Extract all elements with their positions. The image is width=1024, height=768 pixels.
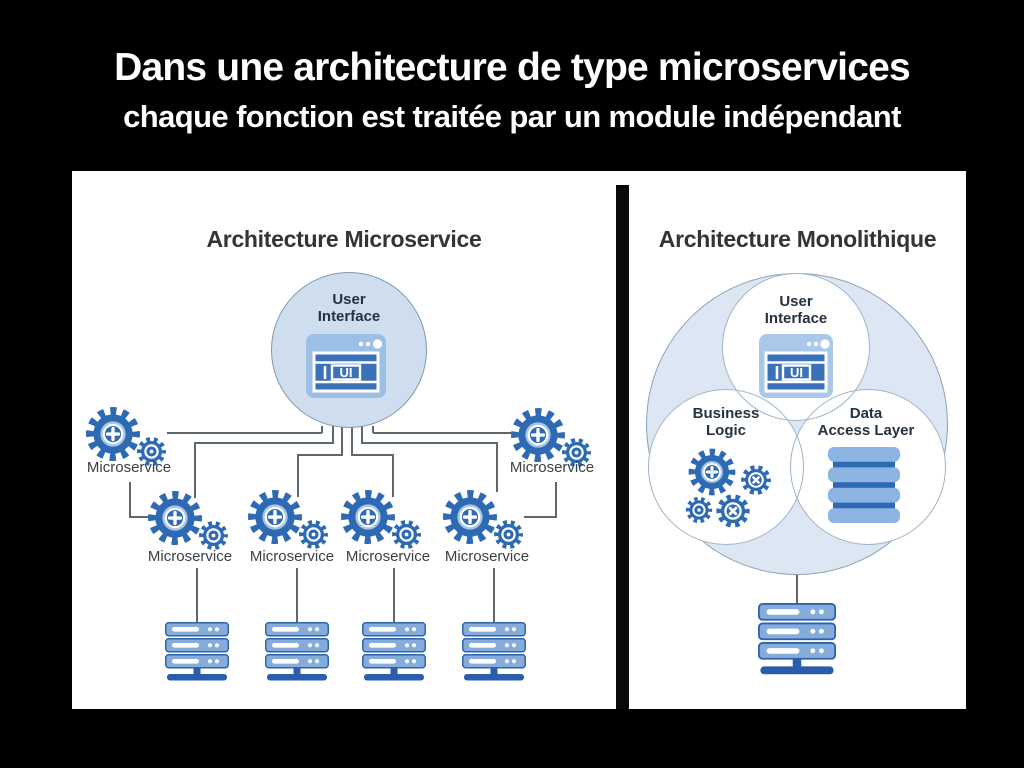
server-icon [362,622,426,682]
data-access-line2: Access Layer [817,422,915,439]
connector [493,568,495,622]
connector [351,454,394,456]
microservice-gears-icon [338,487,426,549]
user-interface-label: User Interface [271,291,427,325]
microservice-gears-icon [145,488,233,550]
connector [129,482,131,518]
microservice-label: Microservice [444,548,530,565]
user-interface-label-line1: User [332,291,366,308]
connector [297,454,299,497]
connector [361,442,498,444]
connector [167,432,322,434]
connector [296,568,298,622]
section-divider [616,185,629,709]
slide-title-line2: chaque fonction est traitée par un modul… [123,99,901,134]
microservice-label: Microservice [345,548,431,565]
microservice-gears-icon [245,487,333,549]
connector [372,426,374,433]
connector [351,426,353,455]
microservice-label: Microservice [509,459,595,476]
server-icon [265,622,329,682]
connector [129,516,153,518]
connector [796,575,798,605]
business-logic-line1: Business [692,405,760,422]
business-logic-gears-icon [676,446,780,534]
microservice-label: Microservice [249,548,335,565]
microservice-label: Microservice [147,548,233,565]
user-interface-label-line2: Interface [317,308,381,325]
connector [195,442,334,444]
data-access-line1: Data [849,405,883,422]
microservice-gears-icon [508,405,596,467]
connector [496,442,498,492]
left-diagram-heading: Architecture Microservice [206,226,482,252]
connector [321,426,323,433]
data-access-layer-label: Data Access Layer [786,405,946,439]
slide-title-line1: Dans une architecture de type microservi… [114,46,911,89]
browser-ui-icon: UI [306,334,386,398]
connector [373,432,512,434]
connector [555,482,557,518]
svg-text:UI: UI [340,365,353,380]
microservice-label: Microservice [86,459,172,476]
connector [194,442,196,498]
microservice-gears-icon [440,487,528,549]
connector [332,426,334,443]
mono-ui-label: User Interface [722,293,870,327]
server-icon [757,603,837,676]
business-logic-label: Business Logic [656,405,796,439]
venn-ring [790,389,946,545]
svg-text:UI: UI [790,365,803,380]
connector [298,454,343,456]
mono-ui-label-line2: Interface [764,310,828,327]
browser-ui-icon: UI [759,334,833,398]
server-icon [462,622,526,682]
connector [196,568,198,622]
diagram-panel: Architecture Microservice User Interface… [72,171,966,709]
database-stack-icon [828,447,900,523]
mono-ui-label-line1: User [779,293,813,310]
connector [524,516,557,518]
microservice-gears-icon [83,404,171,466]
server-icon [165,622,229,682]
connector [341,426,343,455]
connector [392,454,394,497]
right-diagram-heading: Architecture Monolithique [658,226,937,252]
venn-ring [722,273,870,421]
business-logic-line2: Logic [706,422,746,439]
connector [361,426,363,443]
connector [393,568,395,622]
